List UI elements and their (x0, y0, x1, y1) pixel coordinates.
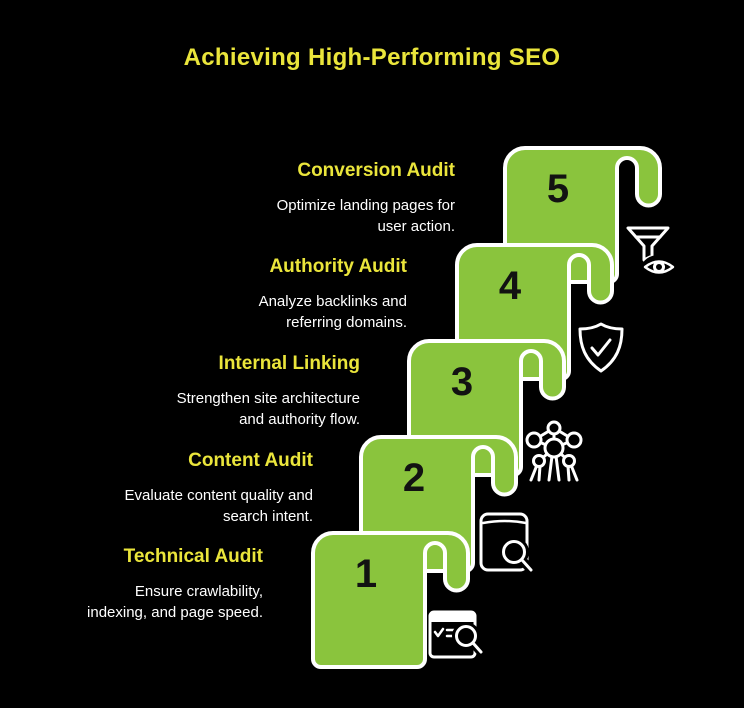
network-nodes-icon (525, 420, 583, 482)
step-1-ribbon: 1 (309, 529, 472, 671)
step-2-number: 2 (402, 456, 426, 500)
step-4-description: Analyze backlinks and referring domains. (258, 293, 407, 332)
step-1-description: Ensure crawlability, indexing, and page … (87, 583, 263, 622)
step-2-title: Content Audit (188, 450, 313, 471)
step-1-number: 1 (354, 552, 378, 596)
step-5-label: Conversion Audit Optimize landing pages … (175, 160, 455, 238)
step-3-title: Internal Linking (218, 353, 360, 374)
step-5-title: Conversion Audit (297, 160, 455, 181)
step-5-number: 5 (546, 167, 570, 211)
step-3-number: 3 (450, 360, 474, 404)
book-search-icon (479, 512, 534, 574)
step-1-label: Technical Audit Ensure crawlability, ind… (0, 546, 263, 624)
step-3-description: Strengthen site architecture and authori… (176, 390, 360, 429)
step-4-title: Authority Audit (269, 256, 407, 277)
step-3-label: Internal Linking Strengthen site archite… (80, 353, 360, 431)
step-1-title: Technical Audit (123, 546, 263, 567)
funnel-eye-icon (626, 226, 676, 279)
step-4-label: Authority Audit Analyze backlinks and re… (127, 256, 407, 334)
browser-search-icon (428, 610, 484, 659)
page-title: Achieving High-Performing SEO (183, 44, 561, 71)
step-4-number: 4 (498, 264, 522, 308)
shield-check-icon (578, 322, 624, 373)
step-2-description: Evaluate content quality and search inte… (124, 487, 313, 526)
step-2-label: Content Audit Evaluate content quality a… (33, 450, 313, 528)
step-5-description: Optimize landing pages for user action. (276, 197, 455, 236)
